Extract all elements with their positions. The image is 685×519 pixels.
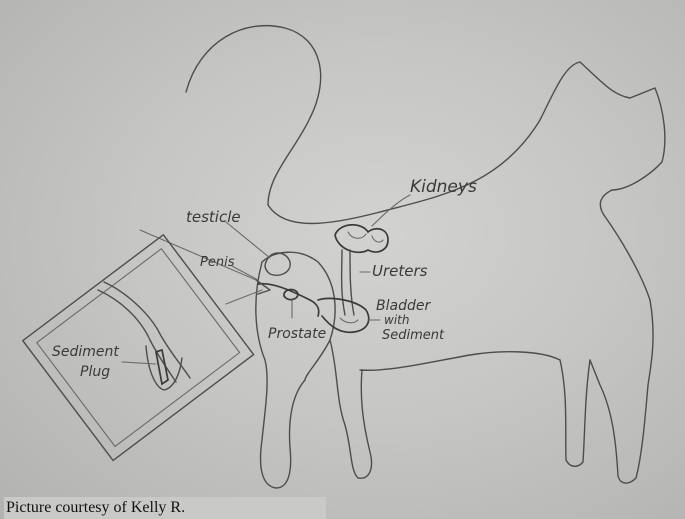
label-testicle: testicle: [186, 208, 241, 226]
label-kidneys: Kidneys: [410, 177, 477, 197]
label-sediment: Sediment: [52, 344, 119, 360]
label-penis: Penis: [200, 255, 235, 270]
label-bladder-with: with: [384, 313, 409, 327]
label-bladder-sediment: Sediment: [382, 328, 445, 343]
label-ureters: Ureters: [372, 262, 428, 280]
label-plug: Plug: [80, 364, 110, 380]
label-prostate: Prostate: [268, 326, 326, 342]
label-bladder: Bladder: [376, 298, 431, 314]
image-caption: Picture courtesy of Kelly R.: [4, 497, 326, 519]
